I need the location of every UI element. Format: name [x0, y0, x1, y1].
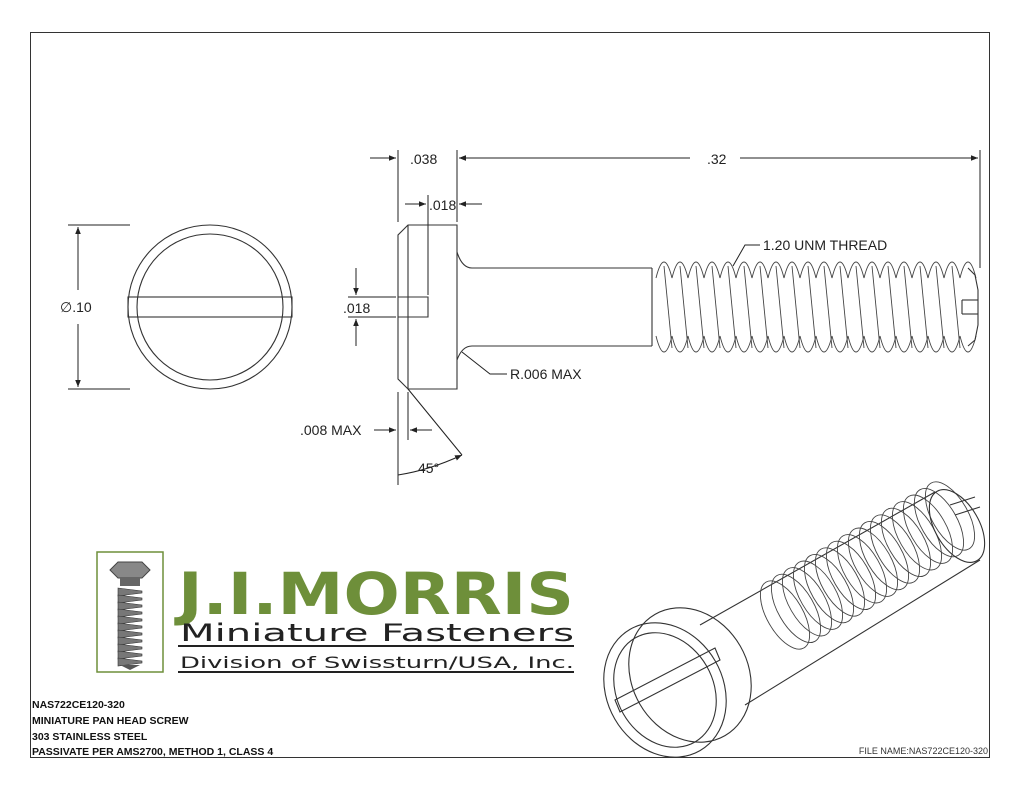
logo-tagline: Miniature Fasteners: [180, 619, 574, 647]
dim-chamfer: .008 MAX: [300, 392, 432, 440]
iso-thread-profile: [759, 481, 976, 650]
part-number: NAS722CE120-320: [32, 699, 125, 711]
dim-overall-length: .32: [459, 150, 981, 268]
logo-division: Division of Swissturn/USA, Inc.: [180, 653, 574, 672]
side-view: [397, 224, 979, 390]
dim-slot-depth: .018: [405, 195, 482, 295]
dim-slot-width: .018: [343, 268, 396, 346]
file-name: FILE NAME:NAS722CE120-320: [858, 746, 988, 756]
company-logo: J.I.MORRIS Miniature Fasteners Division …: [96, 551, 574, 673]
part-description: MINIATURE PAN HEAD SCREW: [32, 715, 189, 727]
head-height-label: .038: [410, 151, 437, 167]
thread-profile: [655, 261, 977, 353]
overall-length-label: .32: [707, 151, 727, 167]
part-finish: PASSIVATE PER AMS2700, METHOD 1, CLASS 4: [32, 746, 274, 758]
fillet-radius-label: R.006 MAX: [510, 366, 582, 382]
end-view: ∅.10: [60, 224, 293, 390]
head-diameter-label: ∅.10: [60, 299, 92, 315]
chamfer-angle-label: 45°: [418, 460, 439, 476]
part-material: 303 STAINLESS STEEL: [32, 731, 148, 743]
drawing-border: [30, 32, 990, 758]
slot-depth-label: .018: [429, 197, 456, 213]
thread-callout: 1.20 UNM THREAD: [732, 237, 887, 267]
fillet-callout: R.006 MAX: [461, 351, 582, 382]
screw-logo-icon: [109, 561, 151, 670]
isometric-view: [603, 481, 986, 758]
dim-chamfer-angle: 45°: [397, 388, 463, 485]
logo-frame: [96, 551, 164, 673]
slot-width-label: .018: [343, 300, 370, 316]
chamfer-label: .008 MAX: [300, 422, 362, 438]
logo-brand: J.I.MORRIS: [173, 560, 574, 628]
thread-label: 1.20 UNM THREAD: [763, 237, 887, 253]
